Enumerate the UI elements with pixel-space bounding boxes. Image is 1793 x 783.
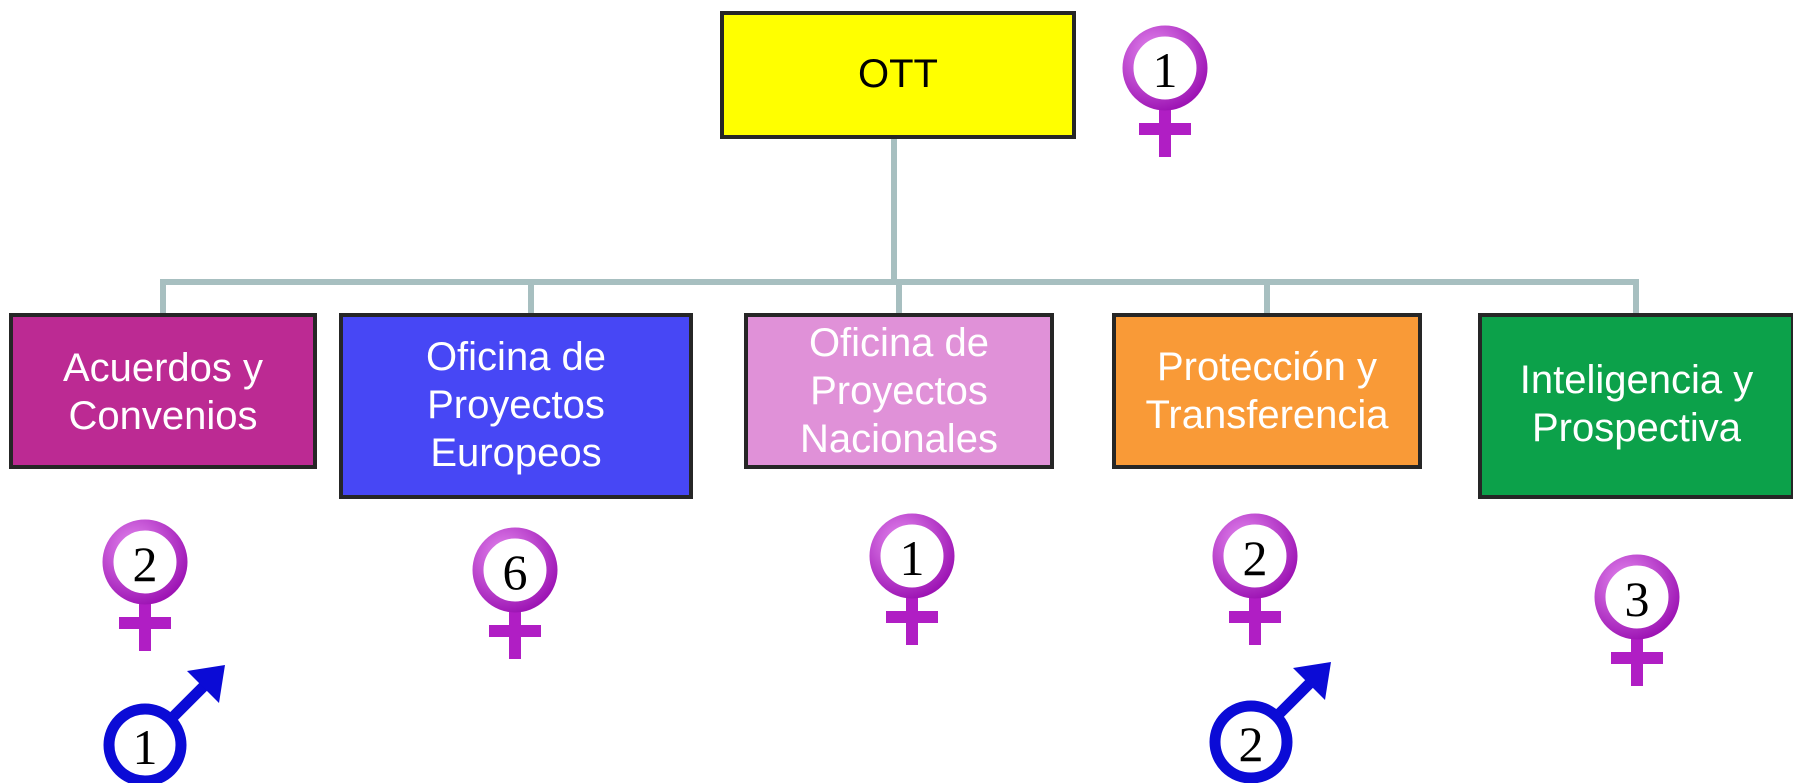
female-count: 6: [503, 544, 528, 600]
female-count: 3: [1625, 571, 1650, 627]
department-node-label-line: Proyectos: [427, 383, 605, 427]
female-symbol-crossbar: [1611, 652, 1663, 664]
male-count: 1: [133, 719, 158, 775]
department-node-label-line: Acuerdos y: [63, 346, 263, 390]
department-node-rect: [744, 313, 1054, 469]
female-symbol-icon: 2: [1212, 513, 1298, 645]
male-symbol-arrowhead: [1293, 662, 1331, 700]
male-symbol-icon: 2: [1209, 662, 1331, 783]
department-node-rect: [339, 313, 693, 499]
female-symbol-crossbar: [119, 617, 171, 629]
department-node-label-line: Europeos: [430, 431, 601, 475]
department-node-label-line: Oficina de: [809, 321, 989, 365]
male-count: 2: [1239, 716, 1264, 772]
department-node-rect: [1112, 313, 1422, 469]
female-count: 2: [133, 536, 158, 592]
female-symbol-crossbar: [489, 625, 541, 637]
department-node-label-line: Protección y: [1157, 345, 1377, 389]
department-node-label-line: Oficina de: [426, 335, 606, 379]
root-node-ott-label-line: OTT: [858, 52, 938, 96]
female-symbol-ring: [1122, 25, 1208, 111]
department-node-rect: [9, 313, 317, 469]
gender-symbols: 1 2 1 6 1 2 2 3: [102, 25, 1680, 783]
female-symbol-ring: [102, 519, 188, 605]
department-node-label-line: Transferencia: [1145, 393, 1389, 437]
female-count: 1: [900, 530, 925, 586]
female-symbol-icon: 6: [472, 527, 558, 659]
female-count: 1: [1153, 42, 1178, 98]
department-node-label-line: Nacionales: [800, 417, 998, 461]
female-symbol-icon: 2: [102, 519, 188, 651]
female-symbol-ring: [472, 527, 558, 613]
female-symbol-crossbar: [886, 611, 938, 623]
female-symbol-crossbar: [1139, 123, 1191, 135]
male-symbol-arrowhead: [187, 665, 225, 703]
male-symbol-icon: 1: [103, 665, 225, 783]
root-node-ott: OTT: [720, 11, 1076, 139]
male-symbol-ring: [103, 703, 187, 783]
department-node-label-line: Convenios: [68, 394, 257, 438]
female-symbol-icon: 3: [1594, 554, 1680, 686]
female-symbol-crossbar: [1229, 611, 1281, 623]
department-node-rect: [1478, 313, 1793, 499]
root-node-ott-rect: [720, 11, 1076, 139]
female-symbol-ring: [869, 513, 955, 599]
female-symbol-ring: [1594, 554, 1680, 640]
female-count: 2: [1243, 530, 1268, 586]
male-symbol-ring: [1209, 700, 1293, 783]
connector-lines: [160, 137, 1639, 315]
department-node-label-line: Proyectos: [810, 369, 988, 413]
department-node-label-line: Inteligencia y: [1520, 358, 1753, 402]
female-symbol-ring: [1212, 513, 1298, 599]
female-symbol-icon: 1: [1122, 25, 1208, 157]
female-symbol-icon: 1: [869, 513, 955, 645]
department-node-label-line: Prospectiva: [1532, 406, 1742, 450]
